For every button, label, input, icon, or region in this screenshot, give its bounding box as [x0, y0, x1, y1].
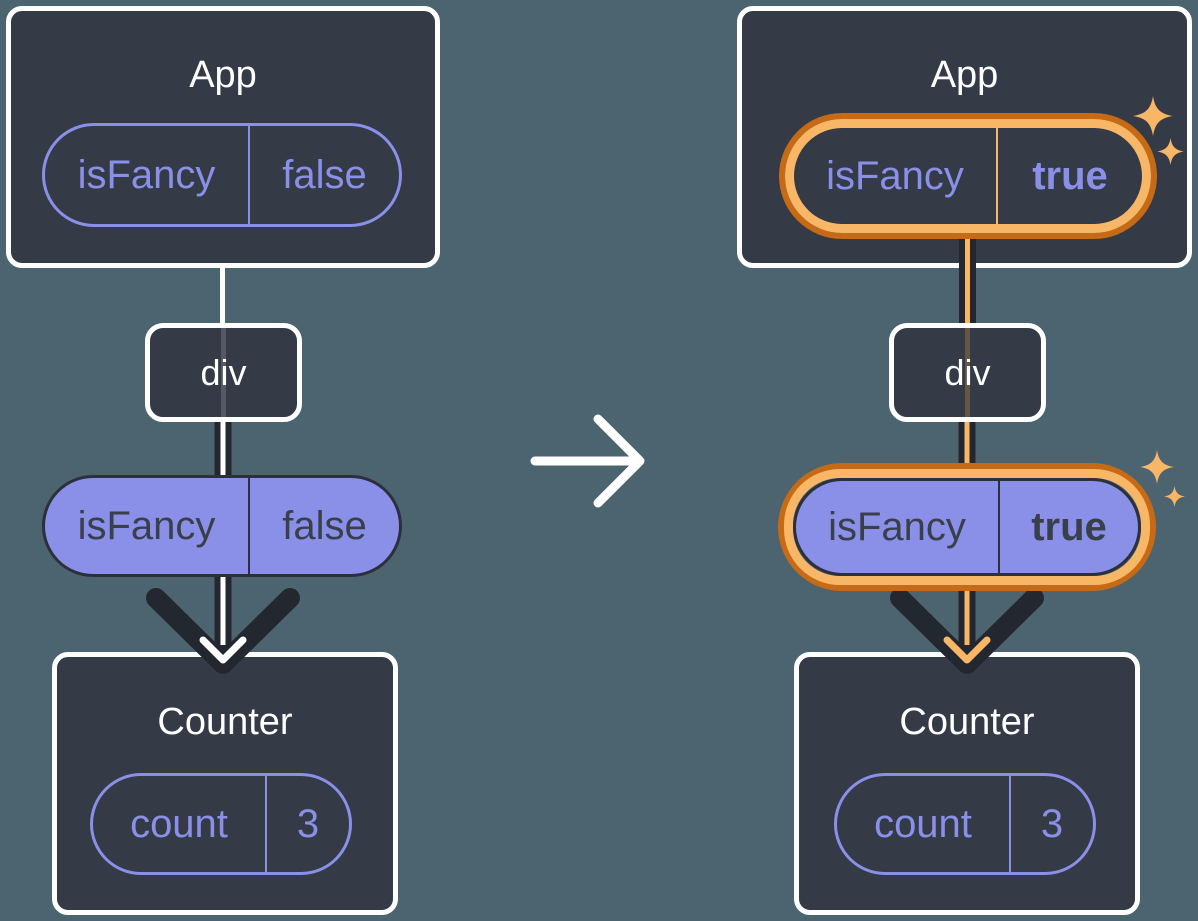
- sparkles-icon: [1140, 450, 1185, 507]
- prop-value: true: [1032, 153, 1108, 198]
- component-title: Counter: [899, 701, 1035, 743]
- state-pill-counter-before: count 3: [90, 773, 352, 875]
- pass-through-line: [965, 328, 970, 417]
- connector-core-app-div-after: [965, 232, 970, 325]
- prop-pill-app-after: isFancy true: [785, 119, 1151, 233]
- sparkles-icon: [1133, 96, 1184, 165]
- state-pill-counter-after: count 3: [834, 773, 1096, 875]
- prop-name: isFancy: [794, 128, 998, 224]
- counter-component-box-before: Counter: [52, 652, 398, 915]
- component-title: App: [189, 54, 257, 96]
- arrow-right-icon: [530, 414, 645, 508]
- div-component-box-before: div: [145, 323, 302, 422]
- state-name: count: [837, 776, 1011, 872]
- highlight-ring: isFancy true: [778, 463, 1156, 591]
- component-title: App: [930, 54, 999, 96]
- highlight-ring: isFancy true: [779, 113, 1157, 239]
- prop-value: false: [282, 503, 367, 548]
- state-name: count: [93, 776, 267, 872]
- component-title: div: [200, 351, 247, 393]
- prop-name: isFancy: [45, 126, 250, 224]
- counter-component-box-after: Counter: [794, 652, 1140, 915]
- state-value: 3: [1040, 801, 1064, 846]
- pass-through-line: [221, 328, 226, 417]
- prop-name: isFancy: [45, 478, 250, 574]
- prop-pill-passed-before: isFancy false: [42, 475, 402, 577]
- prop-pill-app-before: isFancy false: [42, 123, 402, 227]
- prop-value: true: [1031, 504, 1107, 549]
- component-title: div: [944, 351, 991, 393]
- prop-name: isFancy: [796, 481, 1000, 573]
- prop-pill-passed-after: isFancy true: [793, 478, 1141, 576]
- div-component-box-after: div: [889, 323, 1046, 422]
- component-title: Counter: [157, 701, 293, 743]
- state-value: 3: [296, 801, 320, 846]
- prop-value: false: [282, 152, 367, 197]
- connector-line-app-div-before: [220, 266, 225, 325]
